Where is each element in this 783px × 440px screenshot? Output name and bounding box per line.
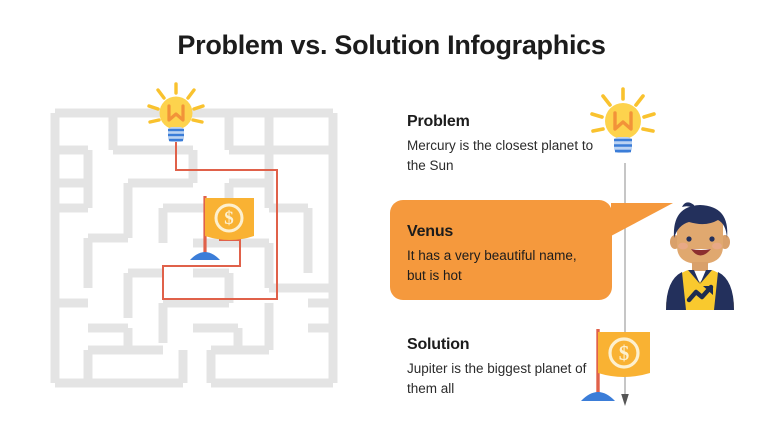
money-flag-icon: $: [190, 196, 254, 260]
svg-text:$: $: [224, 208, 234, 229]
person-avatar-icon: [666, 202, 734, 310]
maze-illustration: $: [33, 82, 373, 408]
page-title: Problem vs. Solution Infographics: [177, 30, 606, 60]
block-solution-heading: Solution: [407, 336, 470, 353]
block-problem-body: Mercury is the closest planet to the Sun: [407, 138, 594, 173]
block-solution-body: Jupiter is the biggest planet of them al…: [407, 361, 587, 396]
block-venus-heading: Venus: [407, 223, 454, 240]
block-venus-body: It has a very beautiful name, but is hot: [407, 248, 577, 283]
block-solution: Solution Jupiter is the biggest planet o…: [407, 335, 612, 398]
content-column: Problem Mercury is the closest planet to…: [390, 87, 760, 415]
block-problem-heading: Problem: [407, 113, 470, 130]
maze-icon: [50, 108, 338, 388]
maze-solution-path: [162, 149, 278, 300]
callout-pointer: [611, 203, 673, 236]
money-flag-icon: $: [581, 329, 650, 401]
block-venus-callout[interactable]: Venus It has a very beautiful name, but …: [390, 200, 612, 300]
lightbulb-icon: [147, 82, 205, 150]
block-problem: Problem Mercury is the closest planet to…: [407, 112, 612, 175]
lightbulb-icon: [590, 87, 656, 153]
svg-text:$: $: [619, 341, 630, 365]
